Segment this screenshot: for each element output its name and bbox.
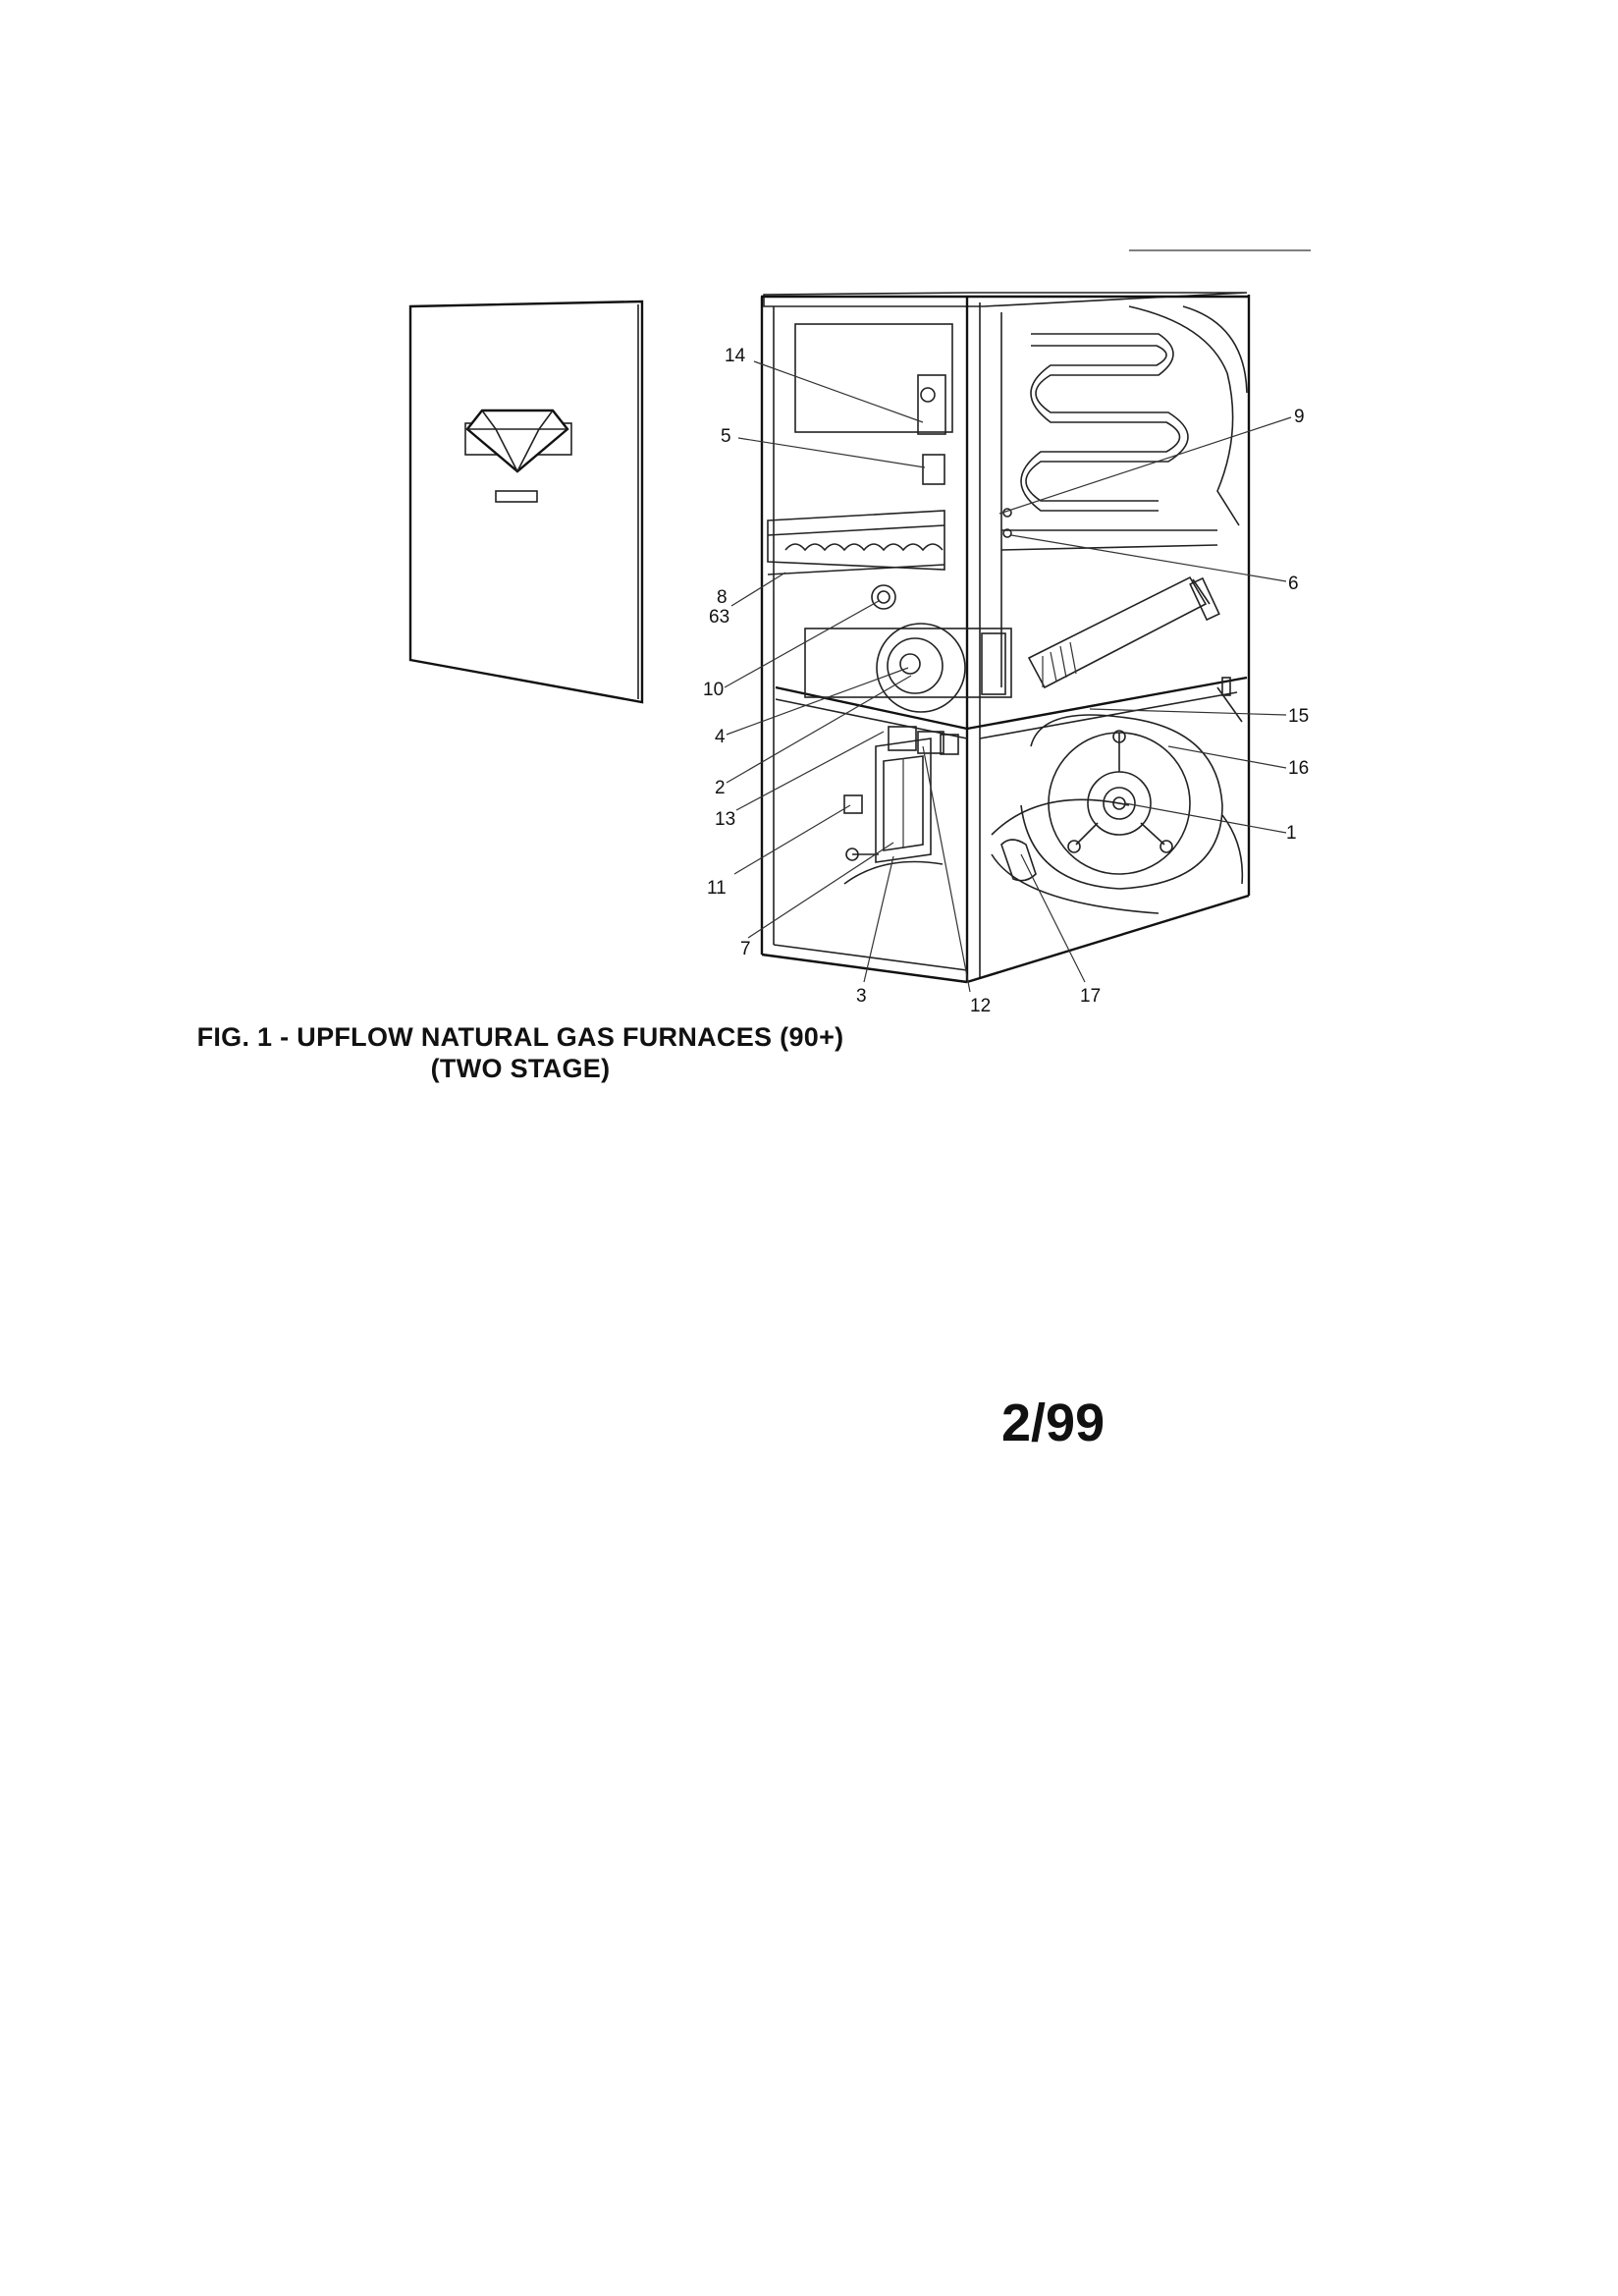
date-code: 2/99 xyxy=(1001,1394,1106,1452)
callout-8: 8 xyxy=(717,587,728,608)
figure-caption: FIG. 1 - UPFLOW NATURAL GAS FURNACES (90… xyxy=(167,1021,874,1084)
callout-5: 5 xyxy=(721,426,731,447)
furnace-exploded-diagram: 14 5 9 6 8 63 10 4 15 16 2 13 1 11 7 3 1… xyxy=(408,249,1311,1016)
callout-7: 7 xyxy=(740,939,751,959)
caption-line-2: (TWO STAGE) xyxy=(430,1054,611,1083)
callout-1: 1 xyxy=(1286,823,1297,844)
blower-assembly xyxy=(991,677,1244,914)
callout-16: 16 xyxy=(1288,758,1309,779)
callout-63: 63 xyxy=(709,607,729,628)
inducer-assembly xyxy=(804,584,1012,713)
control-module xyxy=(843,726,1037,885)
callout-6: 6 xyxy=(1288,574,1299,594)
callout-labels: 14 5 9 6 8 63 10 4 15 16 2 13 1 11 7 3 1… xyxy=(703,346,1309,1016)
caption-line-1: FIG. 1 - UPFLOW NATURAL GAS FURNACES (90… xyxy=(196,1022,844,1052)
callout-15: 15 xyxy=(1288,706,1309,727)
callout-12: 12 xyxy=(970,996,991,1016)
front-door-panel xyxy=(408,300,644,704)
callout-13: 13 xyxy=(715,809,735,830)
callout-4: 4 xyxy=(715,727,726,747)
flue-pipe xyxy=(1027,575,1220,689)
door-handle-slot xyxy=(495,490,538,503)
heat-exchanger-coil xyxy=(1000,305,1248,551)
gas-valve-assembly xyxy=(917,374,1012,538)
callout-10: 10 xyxy=(703,680,724,700)
burner-assembly xyxy=(767,510,945,575)
callout-3: 3 xyxy=(856,986,867,1007)
callout-11: 11 xyxy=(707,878,727,899)
callout-14: 14 xyxy=(725,346,746,366)
callout-2: 2 xyxy=(715,778,726,798)
callout-17: 17 xyxy=(1080,986,1101,1007)
callout-leaders xyxy=(724,360,1292,993)
callout-9: 9 xyxy=(1294,407,1305,427)
furnace-cabinet xyxy=(760,292,1251,984)
